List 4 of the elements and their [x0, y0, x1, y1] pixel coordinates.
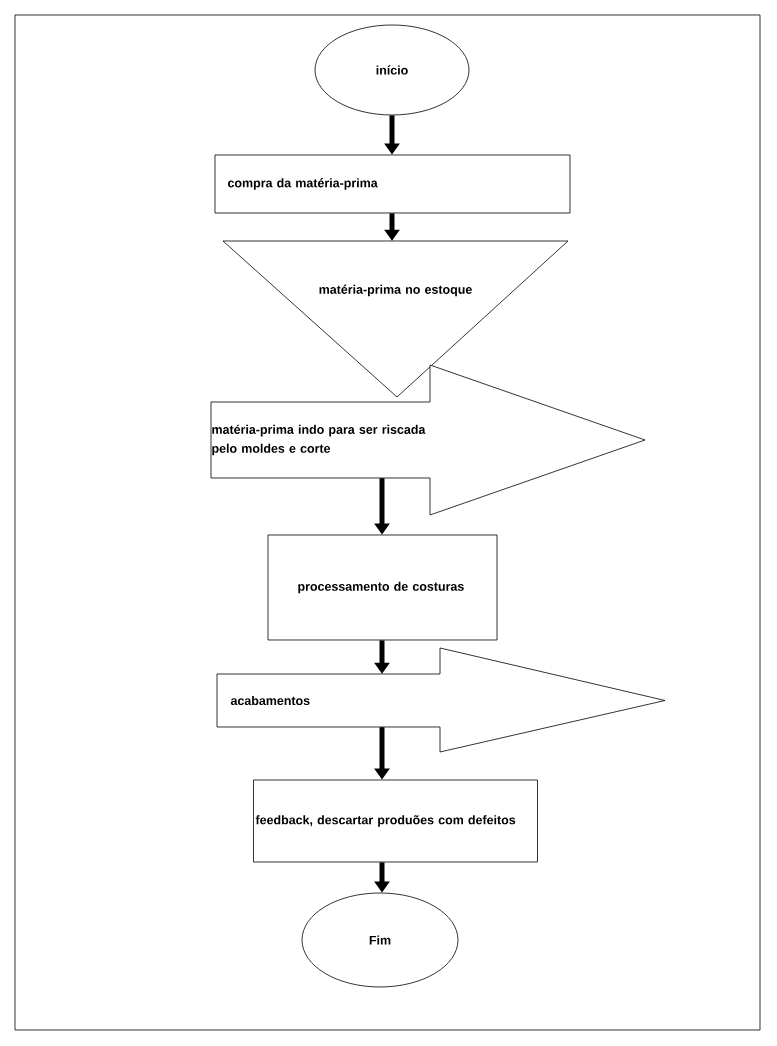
storage-triangle: matéria-prima no estoque	[222, 240, 569, 398]
process-box: compra da matéria-prima	[214, 154, 571, 214]
process-box: feedback, descartar produões com defeitos	[253, 779, 538, 863]
process-box: processamento de costuras	[267, 534, 498, 641]
